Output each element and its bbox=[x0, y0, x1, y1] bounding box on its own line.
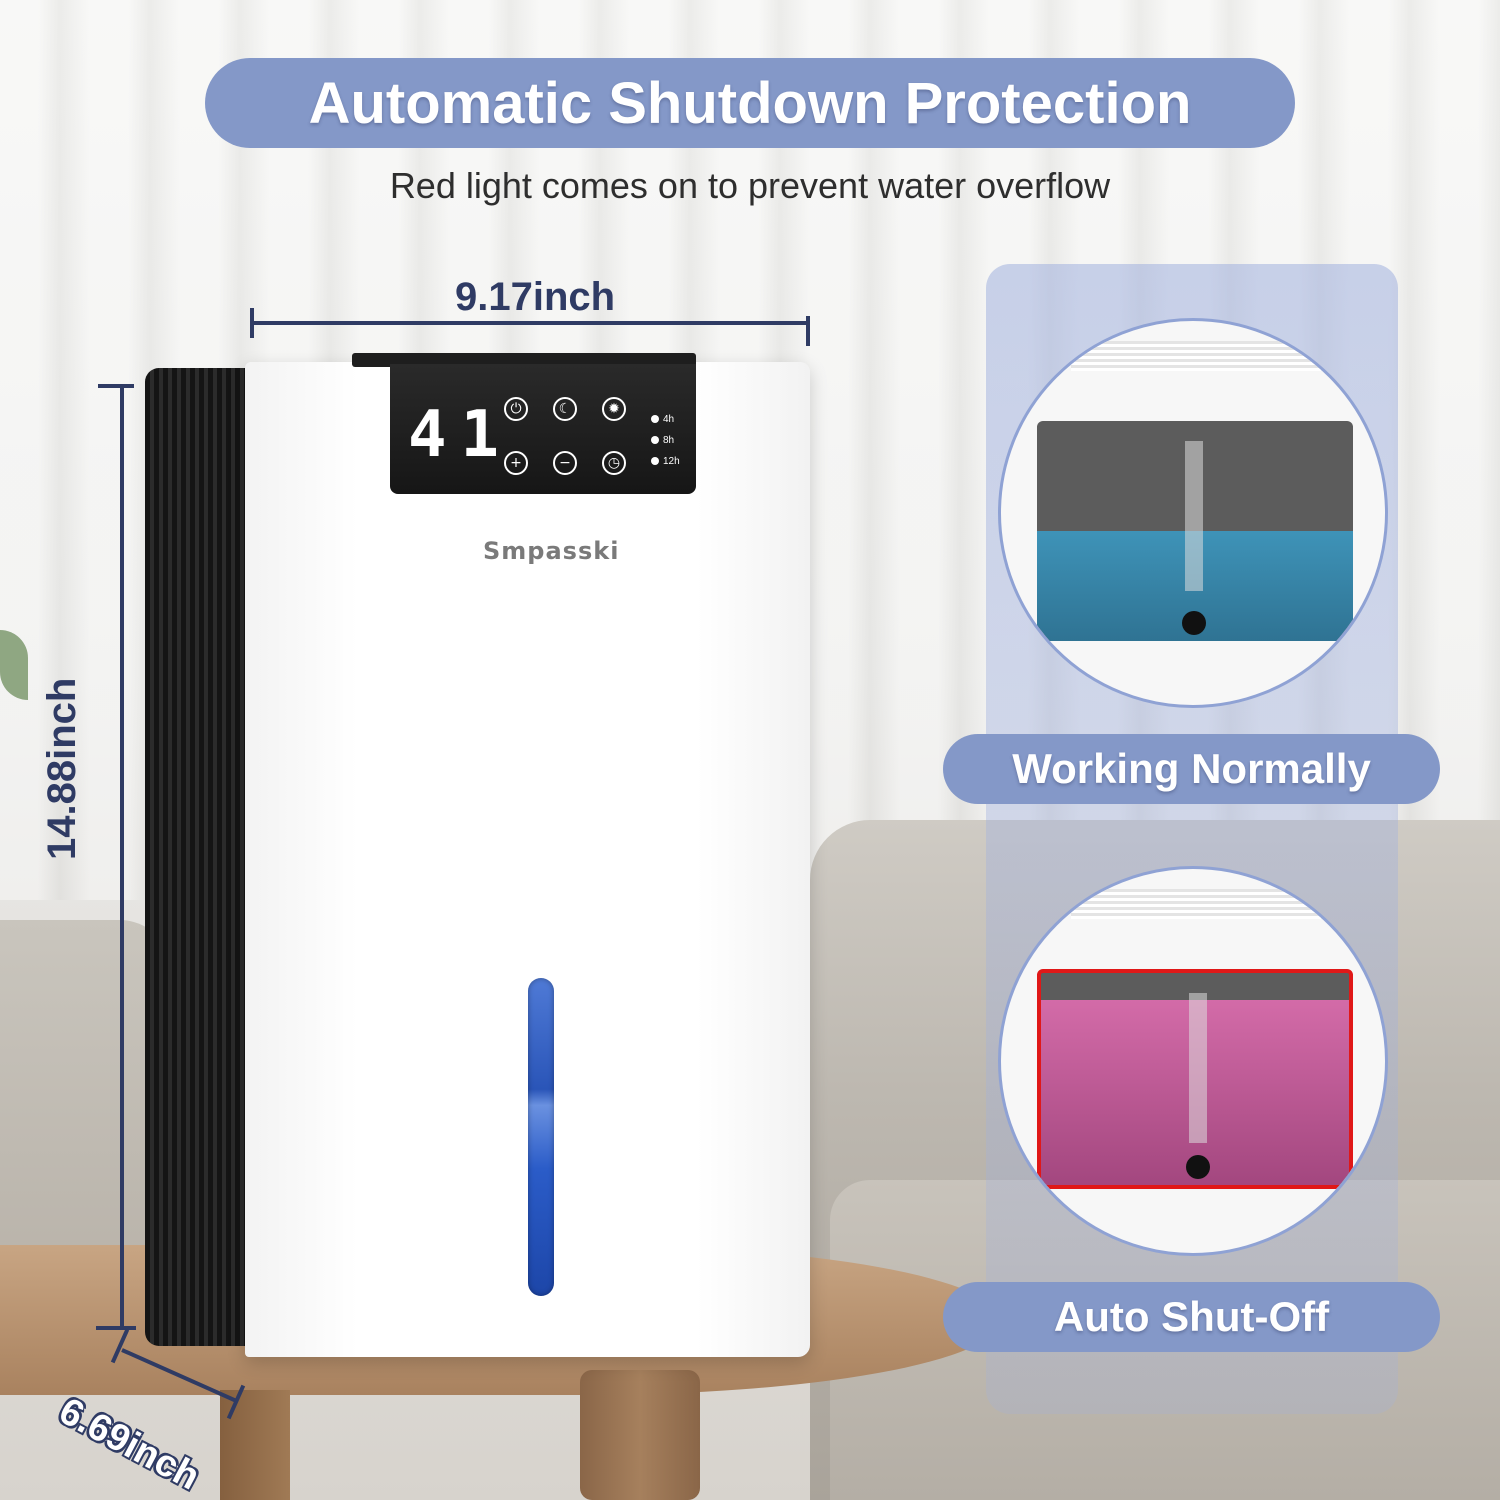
water-level-window bbox=[528, 978, 554, 1296]
light-icon[interactable]: ✹ bbox=[602, 397, 626, 421]
control-panel-edge bbox=[352, 353, 696, 367]
humidity-display: 41 bbox=[408, 398, 514, 472]
width-tick bbox=[250, 308, 254, 338]
page-subtitle: Red light comes on to prevent water over… bbox=[389, 165, 1111, 206]
float-pipe bbox=[1185, 441, 1203, 591]
timer-8h: 8h bbox=[651, 435, 674, 446]
height-tick bbox=[98, 384, 134, 388]
timer-icon[interactable]: ◷ bbox=[602, 451, 626, 475]
width-label: 9.17inch bbox=[455, 275, 616, 319]
height-label: 14.88inch bbox=[40, 677, 84, 860]
state-badge-shutoff: Auto Shut-Off bbox=[943, 1282, 1440, 1352]
state-label: Working Normally bbox=[1012, 745, 1371, 792]
table-leg bbox=[580, 1370, 700, 1500]
sleep-icon[interactable]: ☾ bbox=[553, 397, 577, 421]
float-pipe bbox=[1189, 993, 1207, 1143]
plus-icon[interactable]: + bbox=[504, 451, 528, 475]
title-banner: Automatic Shutdown Protection bbox=[205, 58, 1295, 148]
water-tank bbox=[1037, 421, 1353, 641]
state-badge-normal: Working Normally bbox=[943, 734, 1440, 804]
depth-label: 6.69inch bbox=[52, 1390, 207, 1499]
tank-normal-illustration bbox=[998, 318, 1388, 708]
page-title: Automatic Shutdown Protection bbox=[308, 70, 1192, 136]
height-tick bbox=[96, 1326, 136, 1330]
power-icon[interactable]: ⏻ bbox=[504, 397, 528, 421]
armchair bbox=[0, 920, 170, 1280]
vent bbox=[1071, 341, 1321, 371]
width-dimension-line bbox=[252, 321, 810, 325]
dehumidifier-side-grille bbox=[145, 368, 250, 1346]
water-tank-alert bbox=[1037, 969, 1353, 1189]
width-tick bbox=[806, 316, 810, 346]
state-label: Auto Shut-Off bbox=[1053, 1293, 1330, 1340]
timer-4h: 4h bbox=[651, 414, 674, 425]
vent bbox=[1071, 889, 1321, 919]
float-knob bbox=[1182, 611, 1206, 635]
height-dimension-line bbox=[120, 386, 124, 1330]
dehumidifier-front bbox=[245, 362, 810, 1357]
minus-icon[interactable]: − bbox=[553, 451, 577, 475]
plant-leaf bbox=[0, 630, 28, 700]
brand-logo: Smpasski bbox=[483, 537, 620, 565]
control-panel bbox=[390, 364, 696, 494]
timer-12h: 12h bbox=[651, 456, 680, 467]
float-knob bbox=[1186, 1155, 1210, 1179]
tank-full-illustration bbox=[998, 866, 1388, 1256]
